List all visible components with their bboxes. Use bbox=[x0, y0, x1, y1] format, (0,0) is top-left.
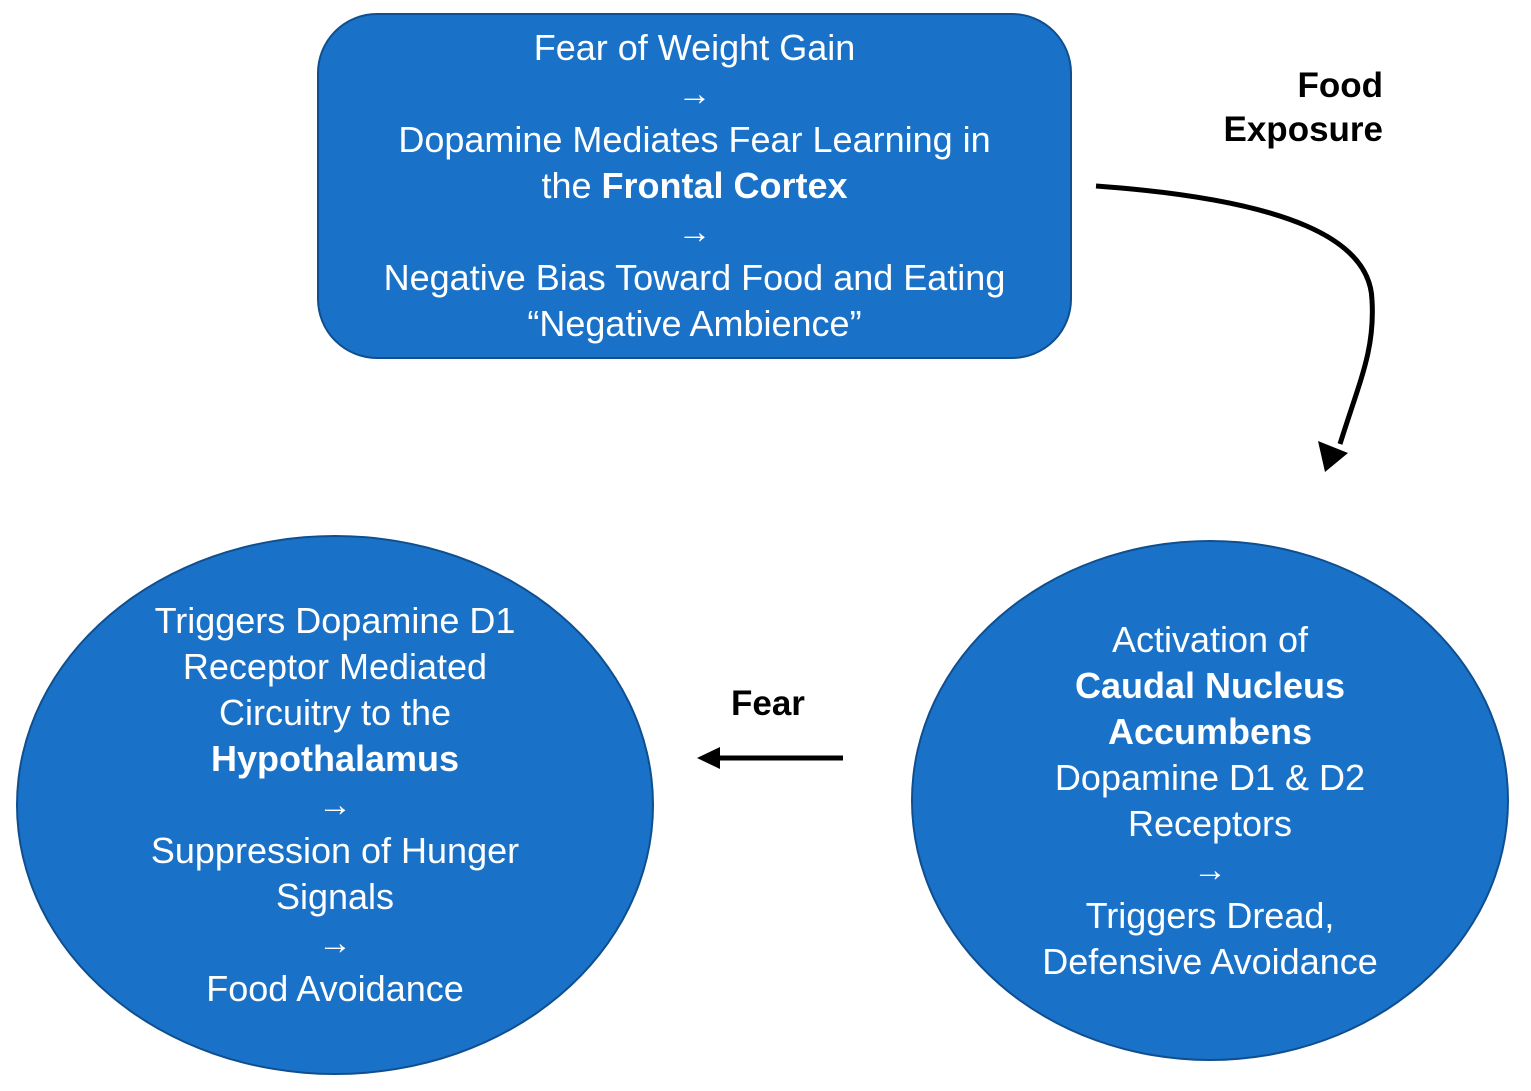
edge-label-exposure: Exposure bbox=[1223, 110, 1384, 149]
hypothalamus-node: Triggers Dopamine D1 Receptor Mediated C… bbox=[16, 535, 654, 1075]
node-text-suppression-of-hunger: Suppression of Hunger bbox=[150, 830, 520, 871]
node-text-accumbens: Accumbens bbox=[1107, 710, 1313, 752]
flow-arrow-glyph: → bbox=[1193, 850, 1227, 889]
node-text-frontal-cortex: Frontal Cortex bbox=[601, 165, 848, 206]
node-text-dopamine-d1-d2: Dopamine D1 & D2 bbox=[1054, 756, 1366, 798]
food-exposure-arrow-curve bbox=[1095, 183, 1375, 445]
fear-edge-label: Fear bbox=[731, 684, 805, 723]
fear-of-weight-gain-node: Fear of Weight Gain → Dopamine Mediates … bbox=[317, 13, 1072, 359]
node-text-activation-of: Activation of bbox=[1111, 618, 1309, 660]
node-text-hypothalamus: Hypothalamus bbox=[210, 738, 460, 779]
node-text-triggers-dread: Triggers Dread, bbox=[1085, 894, 1335, 936]
food-exposure-edge-label: Food Exposure bbox=[1224, 64, 1384, 152]
edge-label-food: Food bbox=[1297, 66, 1383, 105]
fear-arrow-head bbox=[697, 747, 720, 769]
node-text-receptors: Receptors bbox=[1127, 802, 1293, 844]
node-text-signals: Signals bbox=[275, 876, 395, 917]
flow-arrow-glyph: → bbox=[677, 75, 712, 113]
node-text-the: the bbox=[541, 165, 602, 206]
node-text-negative-bias: Negative Bias Toward Food and Eating bbox=[383, 257, 1006, 298]
node-text-negative-ambience: “Negative Ambience” bbox=[527, 303, 862, 344]
node-text-defensive-avoidance: Defensive Avoidance bbox=[1042, 940, 1378, 982]
flow-arrow-glyph: → bbox=[318, 786, 352, 824]
node-text-fear-of-weight-gain: Fear of Weight Gain bbox=[533, 27, 856, 68]
food-exposure-arrow-head bbox=[1318, 441, 1348, 472]
caudal-nucleus-accumbens-node: Activation of Caudal Nucleus Accumbens D… bbox=[911, 540, 1509, 1061]
flow-arrow-glyph: → bbox=[318, 924, 352, 962]
node-text-frontal-cortex-line: the Frontal Cortex bbox=[541, 163, 847, 209]
node-text-receptor-mediated: Receptor Mediated bbox=[182, 646, 488, 687]
node-text-food-avoidance: Food Avoidance bbox=[206, 968, 464, 1009]
node-text-circuitry-to-the: Circuitry to the bbox=[218, 692, 452, 733]
node-text-dopamine-mediates: Dopamine Mediates Fear Learning in bbox=[398, 119, 991, 160]
node-text-caudal-nucleus: Caudal Nucleus bbox=[1074, 664, 1346, 706]
node-text-triggers-dopamine-d1: Triggers Dopamine D1 bbox=[154, 600, 516, 641]
flow-arrow-glyph: → bbox=[677, 213, 712, 251]
